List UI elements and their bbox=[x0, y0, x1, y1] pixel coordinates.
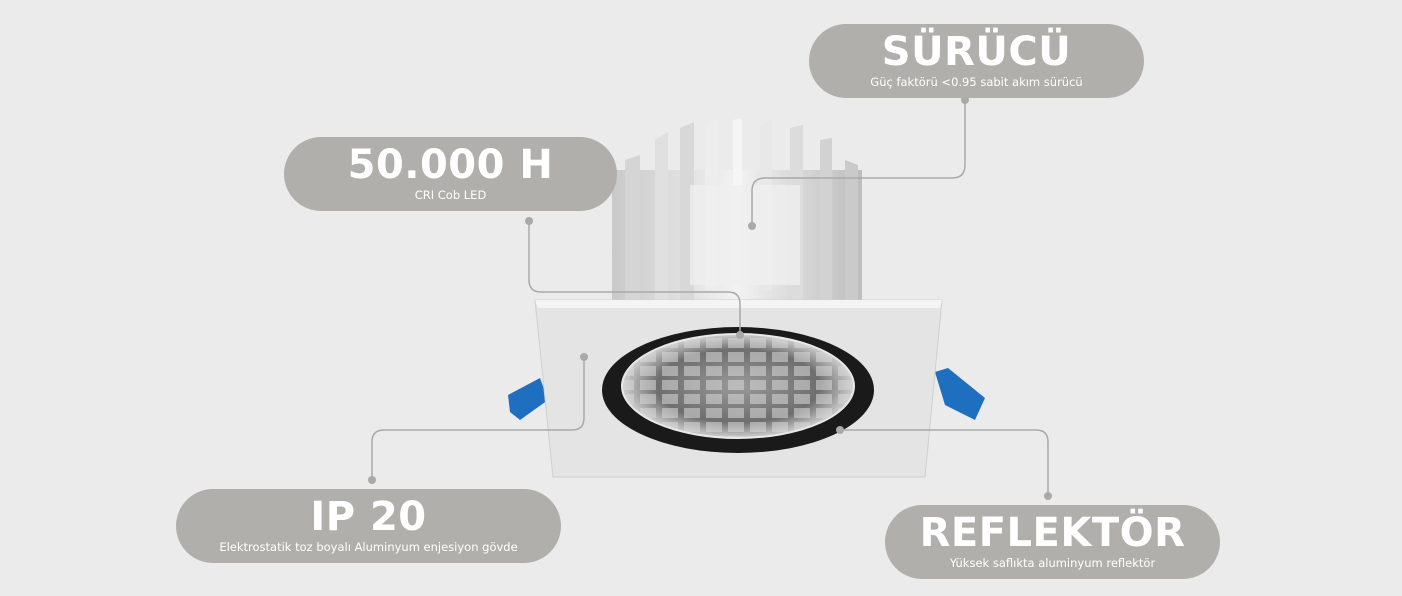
connector-dots bbox=[368, 96, 1052, 500]
right-spring-clip bbox=[935, 368, 985, 420]
callout-title: REFLEKTÖR bbox=[919, 510, 1186, 556]
callout-protection: IP 20 Elektrostatik toz boyalı Aluminyum… bbox=[176, 489, 561, 563]
heatsink bbox=[612, 118, 862, 305]
callout-subtitle: Güç faktörü <0.95 sabit akım sürücü bbox=[870, 75, 1083, 89]
callout-title: SÜRÜCÜ bbox=[881, 29, 1072, 75]
callout-title: 50.000 H bbox=[347, 142, 554, 188]
callout-subtitle: CRI Cob LED bbox=[414, 188, 487, 202]
left-spring-clip bbox=[508, 378, 548, 420]
callout-subtitle: Yüksek saflıkta aluminyum reflektör bbox=[949, 556, 1156, 570]
connector-lines bbox=[371, 100, 1049, 496]
callout-driver: SÜRÜCÜ Güç faktörü <0.95 sabit akım sürü… bbox=[809, 24, 1144, 98]
callout-subtitle: Elektrostatik toz boyalı Aluminyum enjes… bbox=[219, 540, 518, 554]
callout-title: IP 20 bbox=[310, 494, 427, 540]
callout-lifetime: 50.000 H CRI Cob LED bbox=[284, 137, 617, 211]
callout-reflector: REFLEKTÖR Yüksek saflıkta aluminyum refl… bbox=[885, 505, 1220, 579]
